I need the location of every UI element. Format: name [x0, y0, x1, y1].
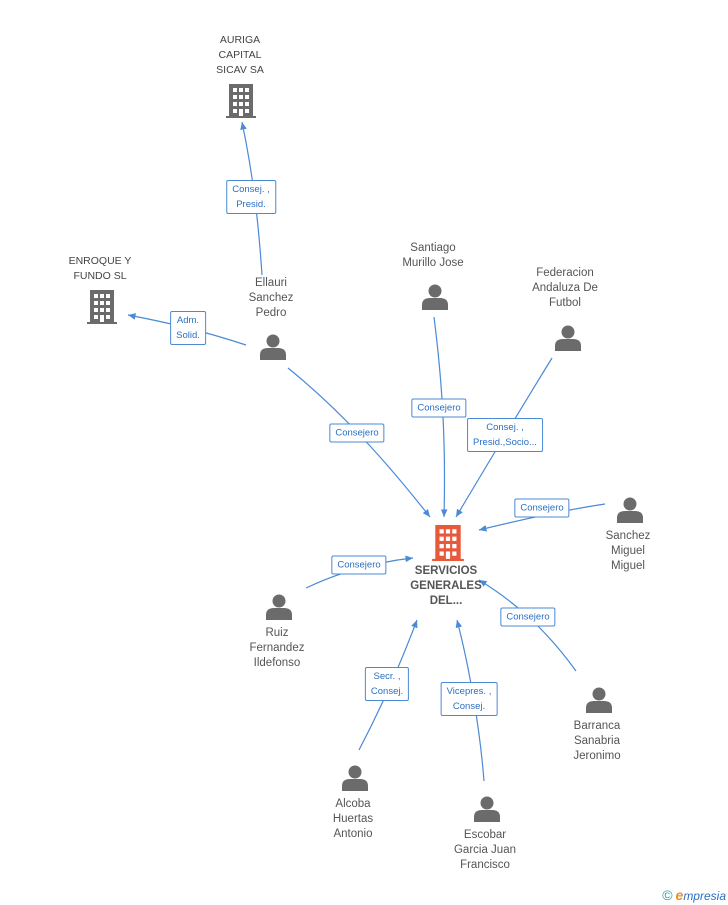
- person-icon-barranca[interactable]: [586, 687, 612, 714]
- person-icon-ruiz[interactable]: [266, 594, 292, 621]
- label-line: Sanabria: [573, 735, 621, 747]
- label-line: Murillo Jose: [402, 257, 464, 269]
- label-line: Presid.,Socio...: [473, 437, 537, 448]
- edge-label-santiago-center[interactable]: Consejero: [411, 398, 467, 418]
- label-line: Antonio: [333, 828, 373, 840]
- label-line: Consejero: [520, 502, 564, 514]
- label-line: ENROQUE Y: [68, 255, 132, 267]
- label-line: Secr. ,: [373, 671, 401, 682]
- label-line: Solid.: [176, 330, 200, 341]
- edge-label-escobar-center[interactable]: Vicepres. , Consej.: [440, 682, 498, 716]
- building-icon-enroque[interactable]: [87, 290, 117, 324]
- label-line: Francisco: [460, 859, 510, 871]
- label-line: Ildefonso: [253, 657, 301, 669]
- label-line: Vicepres. ,: [446, 686, 492, 697]
- node-label-auriga[interactable]: AURIGA CAPITAL SICAV SA: [185, 33, 295, 78]
- brand-logo-text: mpresia: [683, 889, 726, 903]
- label-line: Miguel: [611, 560, 645, 572]
- label-line: Andaluza De: [532, 282, 598, 294]
- label-line: Ruiz: [265, 627, 289, 639]
- label-line: Consej.: [452, 701, 486, 712]
- label-line: Ellauri: [255, 277, 287, 289]
- label-line: GENERALES: [410, 580, 482, 592]
- node-label-escobar[interactable]: Escobar Garcia Juan Francisco: [430, 828, 540, 873]
- edge-ellauri-center: [287, 367, 431, 518]
- label-line: Consejero: [506, 611, 550, 623]
- edge-label-barranca-center[interactable]: Consejero: [500, 607, 556, 627]
- label-line: Consejero: [417, 402, 461, 414]
- label-line: Consej.: [370, 686, 404, 697]
- label-line: SICAV SA: [216, 64, 264, 76]
- node-label-federacion[interactable]: Federacion Andaluza De Futbol: [510, 266, 620, 311]
- edge-label-federacion-center[interactable]: Consej. , Presid.,Socio...: [467, 418, 543, 452]
- label-line: Garcia Juan: [453, 844, 516, 856]
- edge-label-ellauri-center[interactable]: Consejero: [329, 423, 385, 443]
- label-line: Adm.: [176, 315, 200, 326]
- label-line: DEL...: [429, 595, 463, 607]
- node-label-ruiz[interactable]: Ruiz Fernandez Ildefonso: [222, 626, 332, 671]
- label-line: SERVICIOS: [414, 565, 478, 577]
- node-label-sanchez[interactable]: Sanchez Miguel Miguel: [573, 529, 683, 574]
- label-line: Miguel: [611, 545, 645, 557]
- node-label-alcoba[interactable]: Alcoba Huertas Antonio: [298, 797, 408, 842]
- label-line: Presid.: [236, 199, 266, 210]
- building-icon-auriga[interactable]: [226, 84, 256, 118]
- label-line: AURIGA: [219, 34, 261, 46]
- node-label-santiago[interactable]: Santiago Murillo Jose: [378, 241, 488, 271]
- label-line: Consej. ,: [486, 422, 524, 433]
- label-line: Federacion: [536, 267, 594, 279]
- label-line: Consejero: [337, 559, 381, 571]
- label-line: Consejero: [335, 427, 379, 439]
- node-label-center[interactable]: SERVICIOS GENERALES DEL...: [391, 564, 501, 609]
- label-line: Pedro: [255, 307, 287, 319]
- brand-logo-initial: e: [675, 887, 684, 903]
- node-label-barranca[interactable]: Barranca Sanabria Jeronimo: [542, 719, 652, 764]
- building-icon-center[interactable]: [432, 525, 464, 561]
- person-icon-ellauri[interactable]: [260, 334, 286, 361]
- edge-label-ellauri-auriga[interactable]: Consej. , Presid.: [226, 180, 276, 214]
- person-icon-escobar[interactable]: [474, 796, 500, 823]
- person-icon-sanchez[interactable]: [617, 497, 643, 524]
- person-icon-federacion[interactable]: [555, 325, 581, 352]
- node-label-enroque[interactable]: ENROQUE Y FUNDO SL: [45, 254, 155, 284]
- edge-label-ellauri-enroque[interactable]: Adm. Solid.: [170, 311, 206, 345]
- label-line: FUNDO SL: [73, 270, 127, 282]
- label-line: Fernandez: [249, 642, 305, 654]
- label-line: Santiago: [410, 242, 456, 254]
- label-line: Sanchez: [248, 292, 294, 304]
- edge-label-ruiz-center[interactable]: Consejero: [331, 555, 387, 575]
- node-label-ellauri[interactable]: Ellauri Sanchez Pedro: [216, 276, 326, 321]
- copyright-icon: ©: [662, 887, 673, 903]
- label-line: Barranca: [573, 720, 621, 732]
- edge-label-alcoba-center[interactable]: Secr. , Consej.: [364, 667, 410, 701]
- label-line: Alcoba: [335, 798, 371, 810]
- edge-label-sanchez-center[interactable]: Consejero: [514, 498, 570, 518]
- person-icon-alcoba[interactable]: [342, 765, 368, 792]
- label-line: Sanchez: [605, 530, 651, 542]
- brand-footer[interactable]: ©empresia: [662, 887, 726, 903]
- label-line: Futbol: [549, 297, 581, 309]
- person-icon-santiago[interactable]: [422, 284, 448, 311]
- label-line: Jeronimo: [573, 750, 621, 762]
- label-line: Consej. ,: [232, 184, 270, 195]
- label-line: Escobar: [463, 829, 507, 841]
- label-line: CAPITAL: [218, 49, 262, 61]
- label-line: Huertas: [332, 813, 374, 825]
